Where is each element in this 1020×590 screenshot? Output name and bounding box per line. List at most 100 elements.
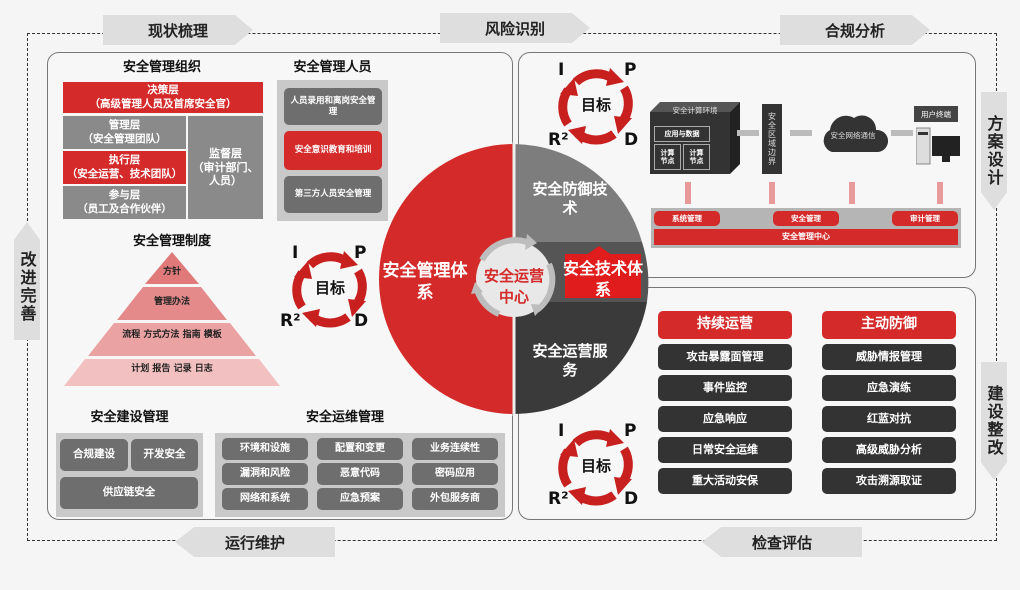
policy-pyramid (64, 252, 280, 386)
soc-core-label: 安全运营中心 (483, 267, 544, 306)
pdca-i: I (558, 60, 565, 80)
pdca-i: I (558, 421, 565, 441)
active-defense-item: 红蓝对抗 (822, 406, 956, 432)
arrow-operation-maintenance: 运行维护 (175, 527, 335, 557)
policy-level: 计划 报告 记录 日志 (131, 364, 213, 374)
policy-level: 流程 方式方法 指南 模板 (122, 330, 222, 340)
computer-icon (916, 127, 960, 165)
org-title: 安全管理组织 (122, 60, 201, 75)
cycle-arrows-icon (558, 68, 633, 145)
decision-layer: 决策层 （高级管理人员及首席安全官） (63, 82, 263, 113)
boundary-box: 安全区域边界 (762, 104, 782, 174)
operations-item: 外包服务商 (412, 488, 498, 510)
double-arrow-icon (737, 130, 759, 136)
pdca-d: D (624, 130, 639, 150)
construction-item: 供应链安全 (60, 477, 198, 509)
management-system-label: 安全管理体系 (382, 261, 468, 303)
sup-name: 监督层 (209, 146, 242, 160)
vertical-arrow-icon (769, 182, 775, 204)
operations-title: 安全运维管理 (305, 410, 384, 425)
sup-desc: （审计部门、人员） (192, 160, 259, 188)
pdca-r: R² (548, 130, 569, 150)
construction-item: 合规建设 (60, 439, 128, 471)
policy-level: 管理办法 (153, 297, 190, 307)
operations-item: 网络和系统 (222, 488, 308, 510)
network-label: 安全网络通信 (830, 131, 876, 140)
vertical-arrow-icon (937, 182, 943, 204)
personnel-item: 第三方人员安全管理 (284, 176, 382, 213)
personnel-item: 安全意识教育和培训 (284, 131, 382, 170)
tech-system-label: 安全技术体系 (562, 259, 643, 299)
mgmt-center-bar: 安全管理中心 (654, 229, 958, 245)
operations-grid: 环境和设施 配置和变更 业务连续性 漏洞和风险 恶意代码 密码应用 网络和系统 … (222, 438, 498, 510)
decision-desc: （高级管理人员及首席安全官） (89, 97, 237, 110)
mgmt-name: 管理层 (108, 119, 141, 132)
double-arrow-icon (891, 130, 913, 136)
continuous-ops-item: 事件监控 (658, 375, 792, 401)
continuous-ops-item: 重大活动安保 (658, 468, 792, 494)
pdca-goal: 目标 (314, 279, 345, 297)
policy-level: 方针 (162, 267, 181, 277)
continuous-ops-item: 攻击暴露面管理 (658, 344, 792, 370)
operations-item: 环境和设施 (222, 438, 308, 460)
arrow-inspection-evaluation: 检查评估 (702, 527, 862, 557)
pdca-p: P (624, 60, 637, 80)
vertical-arrow-icon (849, 182, 855, 204)
app-data-box: 应用与数据 (654, 126, 710, 142)
pdca-goal: 目标 (580, 457, 611, 475)
part-name: 参与层 (108, 189, 141, 202)
arrow-construction-rectification: 建设整改 (981, 362, 1007, 480)
operations-item: 恶意代码 (317, 463, 403, 485)
operations-item: 配置和变更 (317, 438, 403, 460)
pdca-goal: 目标 (580, 96, 611, 114)
terminal-label: 用户终端 (914, 106, 958, 122)
pdca-d: D (354, 311, 369, 331)
arrow-compliance-analysis: 合规分析 (780, 15, 930, 45)
supervision-layer: 监督层 （审计部门、人员） (188, 116, 263, 219)
operations-item: 漏洞和风险 (222, 463, 308, 485)
double-arrow-icon (790, 130, 812, 136)
pdca-cycle-bottom: I P R² D 目标 (548, 421, 638, 509)
cloud-icon (823, 115, 888, 152)
compute-node-1: 计算节点 (654, 144, 681, 170)
construction-item: 开发安全 (131, 439, 198, 471)
compute-node-2: 计算节点 (683, 144, 710, 170)
center-circle (379, 142, 649, 416)
exec-desc: （安全运营、技术团队） (66, 167, 183, 180)
construction-title: 安全建设管理 (90, 410, 169, 425)
vertical-arrow-icon (685, 182, 691, 204)
mgmt-item-system: 系统管理 (654, 211, 720, 226)
operations-item: 密码应用 (412, 463, 498, 485)
active-defense-item: 应急演练 (822, 375, 956, 401)
personnel-title: 安全管理人员 (293, 60, 372, 75)
active-defense-item: 高级威胁分析 (822, 437, 956, 463)
cycle-arrows-icon (292, 251, 367, 328)
mgmt-item-audit: 审计管理 (892, 211, 958, 226)
continuous-ops-header: 持续运营 (658, 311, 792, 339)
continuous-ops-item: 日常安全运维 (658, 437, 792, 463)
pdca-i: I (292, 243, 299, 263)
operations-item: 应急预案 (317, 488, 403, 510)
arrow-improvement: 改进完善 (14, 222, 40, 340)
defense-tech-label: 安全防御技术 (532, 180, 608, 217)
pdca-p: P (354, 243, 367, 263)
pdca-r: R² (548, 489, 569, 509)
pdca-cycle-left: I P R² D 目标 (280, 243, 372, 331)
arrow-risk-identification: 风险识别 (440, 13, 590, 43)
continuous-ops-item: 应急响应 (658, 406, 792, 432)
improvement-label: 改进完善 (17, 251, 37, 323)
mgmt-item-security: 安全管理 (773, 211, 839, 226)
active-defense-item: 威胁情报管理 (822, 344, 956, 370)
execution-layer: 执行层 （安全运营、技术团队） (63, 151, 186, 184)
pdca-r: R² (280, 311, 301, 331)
part-desc: （员工及合作伙伴） (77, 202, 172, 215)
pdca-cycle-top: I P R² D 目标 (548, 60, 639, 150)
compute-env-label: 安全计算环境 (672, 106, 718, 115)
decision-name: 决策层 (147, 84, 179, 97)
participation-layer: 参与层 （员工及合作伙伴） (63, 186, 186, 219)
arrow-current-state: 现状梳理 (103, 15, 253, 45)
arrow-solution-design: 方案设计 (981, 92, 1007, 210)
active-defense-header: 主动防御 (822, 311, 956, 339)
management-layer: 管理层 （安全管理团队） (63, 116, 186, 149)
mgmt-desc: （安全管理团队） (82, 132, 167, 145)
